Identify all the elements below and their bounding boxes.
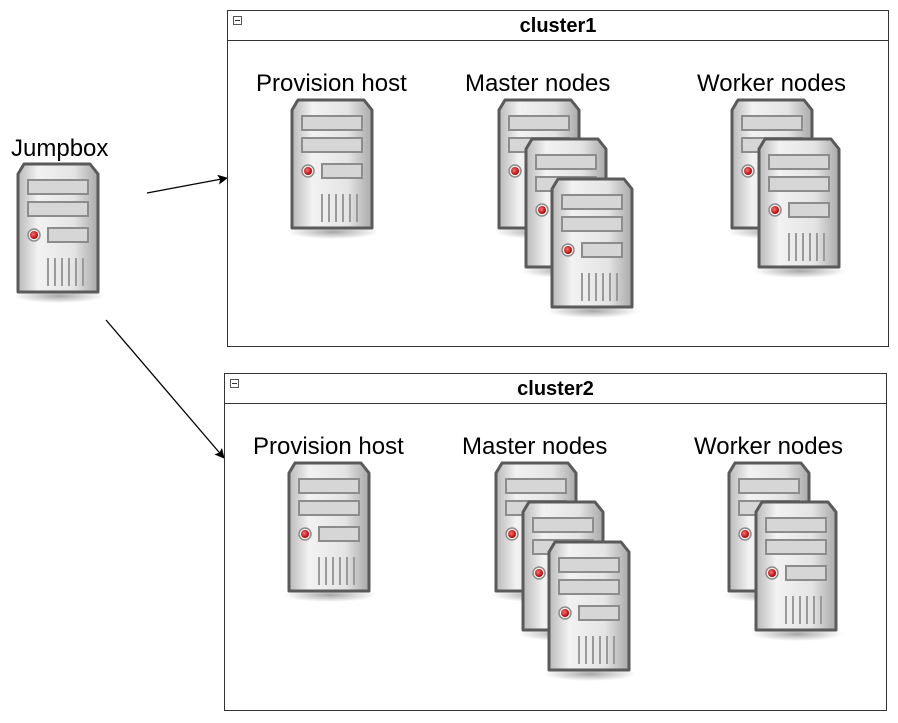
jumpbox-label: Jumpbox	[11, 135, 109, 162]
cluster1-worker-node-server-icon[interactable]	[755, 137, 845, 282]
jumpbox-server-icon[interactable]	[14, 162, 104, 307]
collapse-icon[interactable]	[233, 16, 242, 25]
cluster2-master-node-server-icon[interactable]	[545, 540, 635, 685]
edge-jumpbox-to-cluster1	[146, 174, 228, 194]
cluster2-master-nodes-label: Master nodes	[462, 433, 608, 460]
edge-jumpbox-to-cluster2	[105, 319, 225, 459]
cluster1-master-node-server-icon[interactable]	[548, 177, 638, 322]
cluster1-provision-host-server-icon[interactable]	[288, 98, 378, 243]
cluster2-worker-nodes-label: Worker nodes	[694, 433, 843, 460]
cluster1-master-nodes-label: Master nodes	[465, 70, 611, 97]
cluster1-provision-host-label: Provision host	[256, 70, 407, 97]
cluster1-worker-nodes-label: Worker nodes	[697, 70, 846, 97]
cluster1-container[interactable]: cluster1 Provision host Master nodes Wor…	[227, 10, 889, 347]
cluster1-title: cluster1	[519, 15, 597, 37]
cluster2-provision-host-label: Provision host	[253, 433, 404, 460]
cluster2-header: cluster2	[225, 374, 886, 404]
cluster2-provision-host-server-icon[interactable]	[285, 461, 375, 606]
cluster1-header: cluster1	[228, 11, 888, 41]
cluster2-title: cluster2	[517, 378, 594, 400]
cluster2-container[interactable]: cluster2 Provision host Master nodes Wor…	[224, 373, 887, 711]
cluster2-worker-node-server-icon[interactable]	[752, 500, 842, 645]
collapse-icon[interactable]	[230, 379, 239, 388]
